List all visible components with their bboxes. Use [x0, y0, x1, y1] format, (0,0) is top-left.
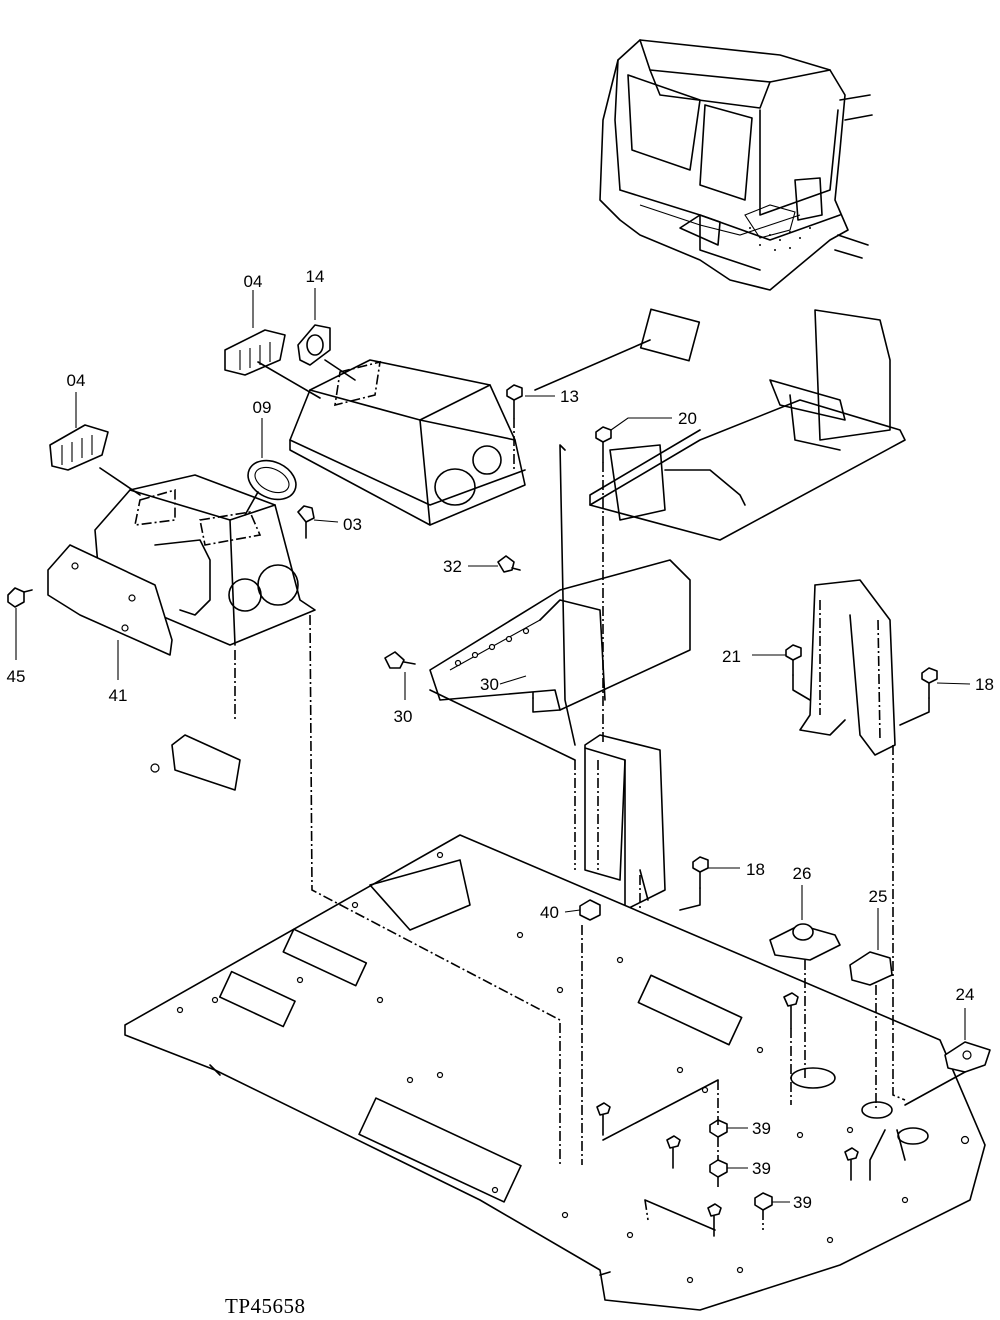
center-column [584, 734, 666, 911]
center-bracket [429, 559, 691, 711]
callout-39-c: 39 [793, 1193, 812, 1212]
callout-03: 03 [343, 515, 362, 534]
callout-32: 32 [443, 557, 462, 576]
bolt-45 [7, 587, 33, 608]
switch-14 [297, 324, 331, 366]
callout-09: 09 [253, 398, 272, 417]
callout-labels: 04 14 04 09 13 20 03 32 45 41 30 30 21 1… [7, 267, 994, 1212]
callout-13: 13 [560, 387, 579, 406]
right-column-frame [799, 579, 896, 756]
cab-illustration [599, 39, 873, 291]
callout-18-center: 18 [746, 860, 765, 879]
callout-14: 14 [306, 267, 325, 286]
bolt-13 [506, 384, 523, 419]
callout-21: 21 [722, 647, 741, 666]
callout-30-center: 30 [480, 675, 499, 694]
callout-26: 26 [793, 864, 812, 883]
damper-24 [944, 1041, 991, 1073]
callout-24: 24 [956, 985, 975, 1004]
right-console-cover [289, 359, 526, 526]
seat-mount-plate [589, 308, 906, 541]
assembly-lines [99, 339, 966, 1231]
callout-41: 41 [109, 686, 128, 705]
callout-20: 20 [678, 409, 697, 428]
cover-09 [247, 459, 297, 501]
bolt-21 [785, 644, 802, 676]
callout-04-lower: 04 [67, 371, 86, 390]
switch-04-upper [224, 329, 286, 376]
bolt-03 [297, 505, 315, 539]
damper-26 [769, 923, 841, 961]
floor-bolts [596, 992, 859, 1237]
small-plate [150, 734, 241, 791]
bolt-30a [384, 651, 416, 669]
callout-39-b: 39 [752, 1159, 771, 1178]
bolt-20 [595, 426, 612, 463]
nut-40 [579, 899, 601, 921]
bolt-32 [497, 555, 521, 573]
callout-04-upper: 04 [244, 272, 263, 291]
left-console-front-panel [47, 544, 173, 656]
floor-plate [124, 834, 986, 1311]
damper-25 [849, 951, 893, 986]
switch-04-lower [49, 424, 109, 471]
bolt-18b [692, 856, 709, 889]
callout-25: 25 [869, 887, 888, 906]
callout-40: 40 [540, 903, 559, 922]
nut-39-c [754, 1192, 773, 1211]
callout-30-left: 30 [394, 707, 413, 726]
bolt-18a [921, 667, 938, 699]
callout-39-a: 39 [752, 1119, 771, 1138]
figure-code: TP45658 [225, 1294, 306, 1318]
callout-45: 45 [7, 667, 26, 686]
callout-18-right: 18 [975, 675, 994, 694]
callout-leaders [15, 288, 971, 1203]
